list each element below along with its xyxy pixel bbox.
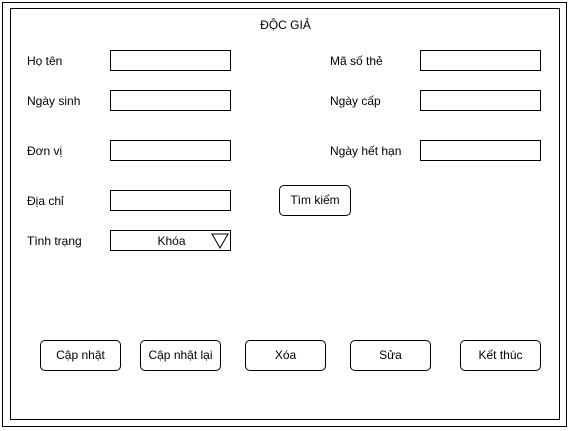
ma-so-the-label: Mã số thẻ	[330, 54, 383, 68]
triangle-down-icon[interactable]	[211, 232, 229, 250]
window-frame	[2, 2, 567, 427]
form-panel	[10, 8, 560, 420]
update-button[interactable]: Cập nhật	[40, 340, 121, 371]
ngay-sinh-input[interactable]	[110, 90, 231, 111]
finish-button[interactable]: Kết thúc	[460, 340, 541, 371]
tinh-trang-label: Tình trạng	[27, 234, 82, 248]
reupdate-button[interactable]: Cập nhật lại	[140, 340, 221, 371]
form-title: ĐỘC GIẢ	[260, 18, 311, 32]
ma-so-the-input[interactable]	[420, 50, 541, 71]
ngay-sinh-label: Ngày sinh	[27, 94, 81, 108]
ngay-cap-label: Ngày cấp	[330, 94, 381, 108]
ngay-het-han-input[interactable]	[420, 140, 541, 161]
tinh-trang-value: Khóa	[157, 234, 186, 248]
ngay-het-han-label: Ngày hết hạn	[330, 144, 402, 158]
delete-button[interactable]: Xóa	[245, 340, 326, 371]
dia-chi-label: Địa chỉ	[27, 194, 64, 208]
don-vi-input[interactable]	[110, 140, 231, 161]
ho-ten-label: Họ tên	[27, 54, 63, 68]
ho-ten-input[interactable]	[110, 50, 231, 71]
edit-button[interactable]: Sửa	[350, 340, 431, 371]
don-vi-label: Đơn vị	[27, 144, 63, 158]
dia-chi-input[interactable]	[110, 190, 231, 211]
ngay-cap-input[interactable]	[420, 90, 541, 111]
search-button[interactable]: Tìm kiếm	[279, 185, 351, 216]
tinh-trang-select[interactable]: Khóa	[110, 230, 231, 251]
